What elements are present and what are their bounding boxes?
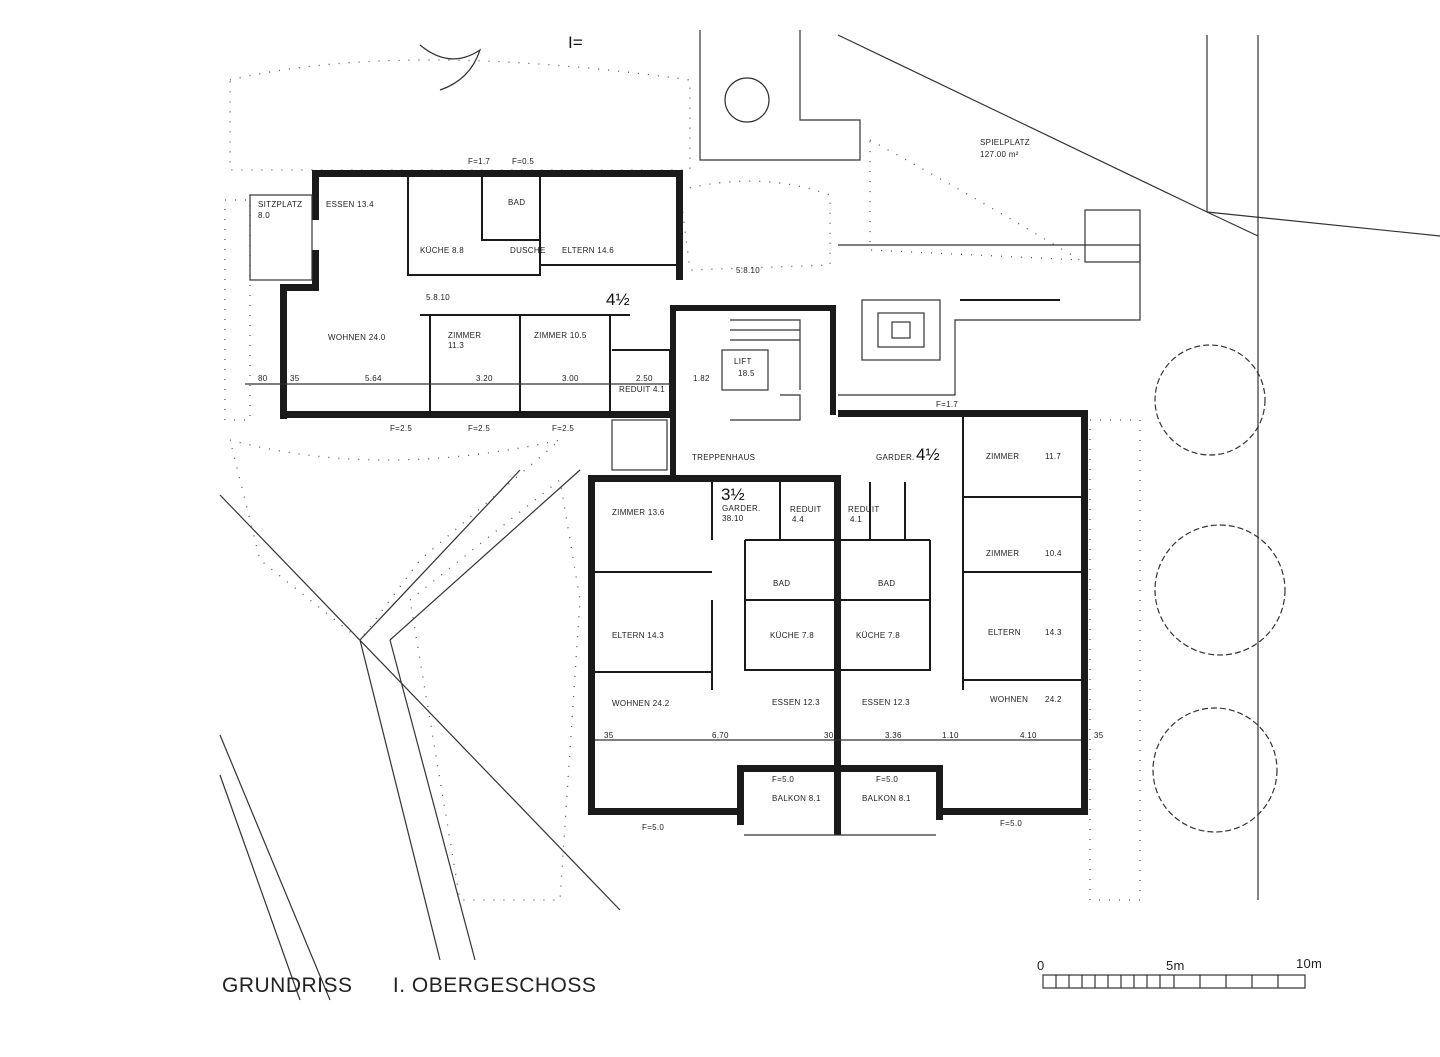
room-area: 11.3 (448, 341, 464, 350)
room-label: KÜCHE 7.8 (856, 631, 900, 640)
area-label: SPIELPLATZ (980, 138, 1030, 147)
plan-title: GRUNDRISS I. OBERGESCHOSS (222, 974, 630, 998)
dimension: 1.10 (942, 731, 959, 740)
dimension: 3.36 (885, 731, 902, 740)
room-area: 4.1 (850, 515, 862, 524)
window-area: F=0.5 (512, 157, 534, 166)
room-label: BAD (773, 579, 790, 588)
room-label: TREPPENHAUS (692, 453, 755, 462)
room-label: KÜCHE 7.8 (770, 631, 814, 640)
room-area: 14.3 (1045, 628, 1062, 637)
room-label: KÜCHE 8.8 (420, 246, 464, 255)
window-area: F=1.7 (468, 157, 490, 166)
room-label: REDUIT (790, 505, 822, 514)
dimension: 3.00 (562, 374, 579, 383)
tree-icon (1152, 707, 1278, 833)
dimension: 3.20 (476, 374, 493, 383)
walls (249, 170, 1088, 836)
landscape (219, 30, 1440, 1001)
dimension: 30 (824, 731, 834, 740)
north-mark: I= (568, 33, 583, 52)
dimension: 1.82 (693, 374, 710, 383)
dimension: 4.10 (1020, 731, 1037, 740)
scale-label: 5m (1166, 958, 1185, 973)
apartment-label: 3½ (721, 485, 745, 504)
room-label: REDUIT 4.1 (619, 385, 665, 394)
dimension: 35 (604, 731, 614, 740)
apartment-label: 4½ (606, 290, 630, 309)
dimension: 5.64 (365, 374, 382, 383)
room-label: ESSEN 12.3 (862, 698, 910, 707)
window-area: F=2.5 (552, 424, 574, 433)
window-area: F=5.0 (1000, 819, 1022, 828)
window-area: F=5.0 (642, 823, 664, 832)
room-label: GARDER. (722, 504, 761, 513)
room-label: BAD (508, 198, 525, 207)
room-label: ZIMMER (986, 452, 1019, 461)
dimension: 80 (258, 374, 268, 383)
room-label: BALKON 8.1 (862, 794, 911, 803)
dimension: 5.8.10 (736, 266, 760, 275)
tree-icon (1154, 524, 1286, 656)
scale-label: 0 (1037, 958, 1045, 973)
window-area: F=1.7 (936, 400, 958, 409)
scale-label: 10m (1296, 956, 1322, 971)
room-area: 18.5 (738, 369, 755, 378)
window-area: F=5.0 (876, 775, 898, 784)
room-label: ESSEN 12.3 (772, 698, 820, 707)
room-label: ELTERN 14.3 (612, 631, 664, 640)
corridor-label: 5.8.10 (426, 293, 450, 302)
plan-title-main: GRUNDRISS (222, 974, 353, 997)
dimension: 35 (290, 374, 300, 383)
room-area: 4.4 (792, 515, 804, 524)
room-label: WOHNEN 24.0 (328, 333, 386, 342)
window-area: F=5.0 (772, 775, 794, 784)
room-area: 38.10 (722, 514, 744, 523)
room-label: ZIMMER 10.5 (534, 331, 587, 340)
room-label: DUSCHE (510, 246, 546, 255)
dimension: 35 (1094, 731, 1104, 740)
room-label: SITZPLATZ (258, 200, 302, 209)
room-label: ZIMMER (448, 331, 481, 340)
plan-title-floor: I. OBERGESCHOSS (392, 974, 597, 997)
room-label: GARDER. (876, 453, 915, 462)
room-label: BALKON 8.1 (772, 794, 821, 803)
room-label: ZIMMER (986, 549, 1019, 558)
room-label: ZIMMER 13.6 (612, 508, 665, 517)
window-area: F=2.5 (390, 424, 412, 433)
room-labels: SITZPLATZ 8.0 ESSEN 13.4 KÜCHE 8.8 BAD D… (258, 138, 1062, 803)
room-label: WOHNEN 24.2 (612, 699, 670, 708)
room-area: 10.4 (1045, 549, 1062, 558)
dimension: 2.50 (636, 374, 653, 383)
window-area: F=2.5 (468, 424, 490, 433)
room-label: ESSEN 13.4 (326, 200, 374, 209)
sandbox-icon (861, 299, 941, 361)
scale-bar: 0 5m 10m (1037, 956, 1322, 989)
dimension: 6.70 (712, 731, 729, 740)
tree-icon (1154, 344, 1266, 456)
room-area: 24.2 (1045, 695, 1062, 704)
room-label: ELTERN (988, 628, 1021, 637)
room-area: 8.0 (258, 211, 270, 220)
room-label: WOHNEN (990, 695, 1028, 704)
room-label: BAD (878, 579, 895, 588)
apartment-label: 4½ (916, 445, 940, 464)
room-area: 11.7 (1045, 452, 1061, 461)
room-label: LIFT (734, 357, 752, 366)
dimensions: 80 35 5.64 3.20 3.00 2.50 1.82 35 6.70 3… (245, 157, 1104, 832)
planter-icon (724, 77, 770, 123)
room-label: REDUIT (848, 505, 880, 514)
area-value: 127.00 m² (980, 150, 1019, 159)
room-label: ELTERN 14.6 (562, 246, 614, 255)
